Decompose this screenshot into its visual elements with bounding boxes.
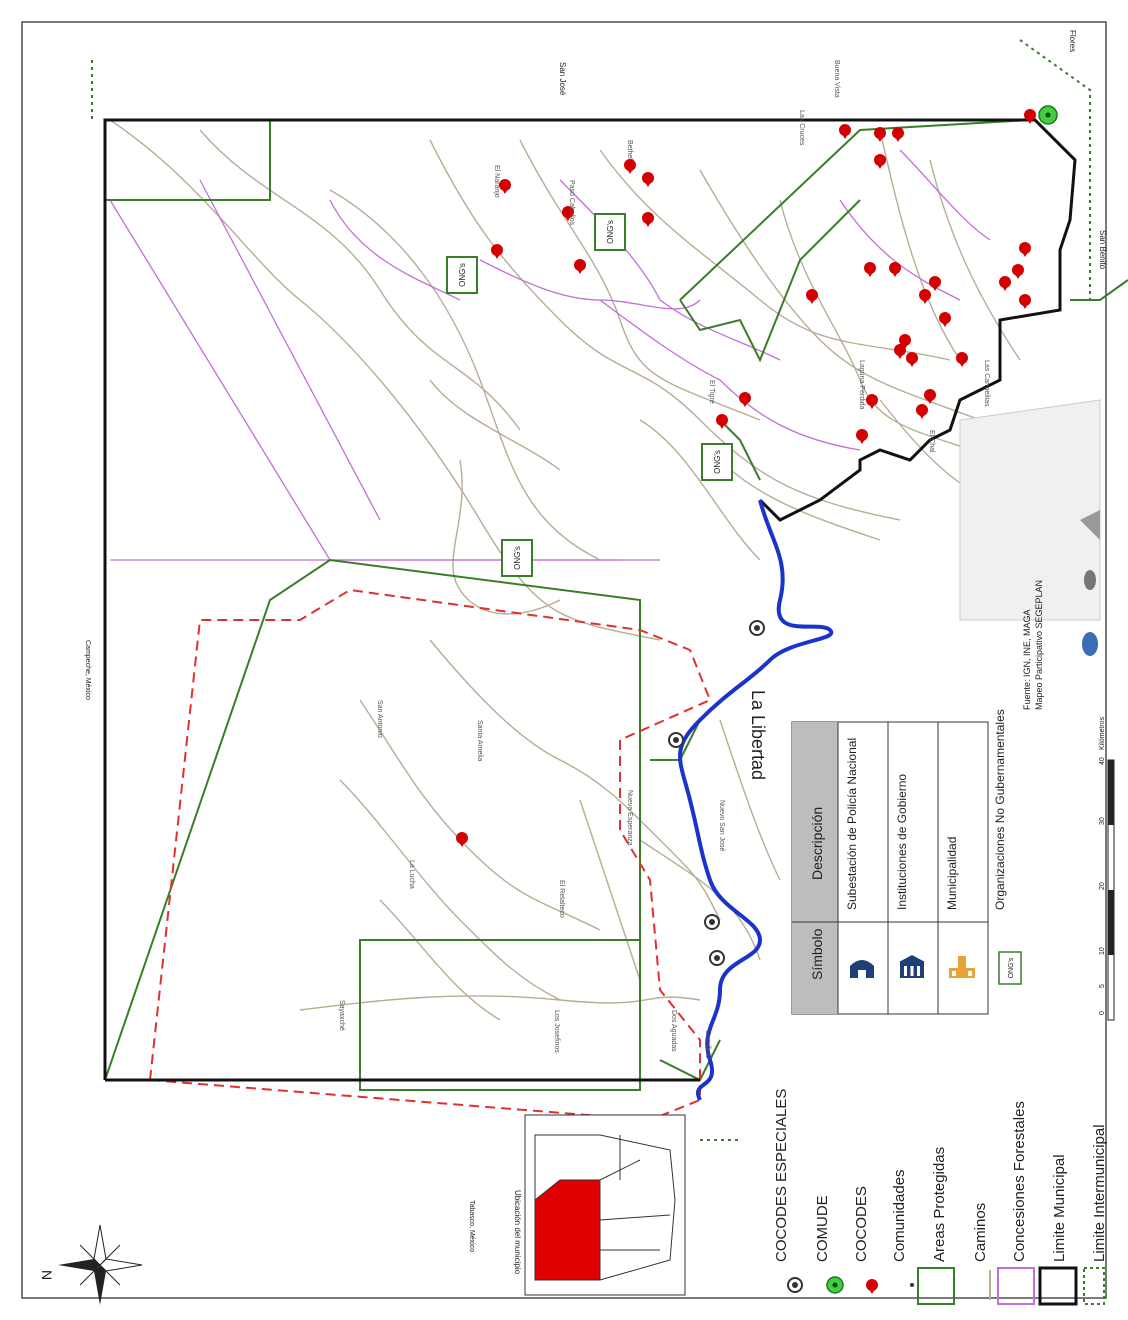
- legend-label: Concesiones Forestales: [1011, 1101, 1028, 1262]
- scale-tick: 20: [1099, 882, 1106, 890]
- legend-label: Limite Municipal: [1051, 1154, 1068, 1262]
- community-label: Buena Vista: [833, 60, 840, 98]
- legend-label: COCODES ESPECIALES: [773, 1089, 790, 1262]
- community-label: Los Josefinos: [553, 1010, 560, 1053]
- community-label: Las Cruces: [798, 110, 805, 146]
- government-institution-icon: [899, 955, 925, 978]
- ong-box: ONG's: [501, 539, 533, 577]
- municipality-label: La Libertad: [748, 690, 768, 780]
- protected-area-icon: [917, 1267, 955, 1305]
- community-label: Santa Amelia: [476, 720, 483, 761]
- roads: [109, 119, 1041, 1021]
- table-row-description: Organizaciones No Gubernamentales: [993, 709, 1007, 910]
- location-inset: Ubicación del municipio: [513, 1114, 686, 1296]
- map-frame: [21, 21, 1107, 1299]
- segeplan-logo-icon: [1082, 632, 1098, 656]
- table-header-symbol: Símbolo: [809, 928, 825, 980]
- ong-box: ONG's: [446, 256, 478, 294]
- legend-label: Caminos: [972, 1203, 989, 1262]
- legend-label: Limite Intermunicipal: [1091, 1124, 1108, 1262]
- symbol-table: Símbolo Descripción ONG's: [791, 709, 1022, 1015]
- river: [678, 499, 834, 1101]
- legend: COCODES ESPECIALES COMUDE COCODES Comuni…: [773, 1089, 1108, 1306]
- community-label: Sacrificio: [704, 1030, 711, 1059]
- neighbor-label-san-benito: San Benito: [1098, 230, 1107, 270]
- community-label: Bethel: [626, 140, 633, 160]
- table-row-description: Municipalidad: [945, 837, 959, 910]
- source-logos: [1080, 510, 1100, 656]
- community-dot-icon: [910, 1283, 914, 1287]
- table-row-description: Instituciones de Gobierno: [895, 774, 909, 910]
- community-label: San Antonio: [376, 700, 383, 738]
- source-line-2: Mapeo Participativo SEGEPLAN: [1034, 580, 1044, 710]
- svg-text:ONG's: ONG's: [513, 546, 522, 570]
- community-label: Sayaxché: [338, 1000, 345, 1031]
- ong-box: ONG's: [594, 213, 626, 251]
- scale-tick: 5: [1099, 984, 1106, 988]
- maga-logo-icon: [1080, 510, 1100, 540]
- community-label: El Naranjo: [493, 165, 500, 198]
- intermunicipal-limit-east: [1019, 39, 1091, 300]
- neighbor-label-san-jose: San José: [558, 62, 567, 96]
- forest-concession-icon: [997, 1267, 1035, 1305]
- protected-dashed-boundary: [148, 588, 712, 1122]
- community-label: Nueva Esperanza: [626, 790, 633, 846]
- legend-label: Comunidades: [891, 1169, 908, 1262]
- country-label-west: Tabasco, México: [468, 1200, 475, 1252]
- svg-text:ONG's: ONG's: [458, 263, 467, 287]
- intermunicipal-limit-icon: [1083, 1267, 1105, 1305]
- comude-marker: [1038, 105, 1058, 125]
- municipality-icon: [949, 956, 975, 978]
- scale-tick: 10: [1099, 947, 1106, 955]
- cocode-especial-marker: [704, 914, 720, 930]
- inset-department: [534, 1134, 676, 1281]
- legend-label: COMUDE: [814, 1195, 831, 1262]
- cocode-especial-icon: [787, 1277, 803, 1293]
- country-label-north: Campeche, México: [84, 640, 91, 700]
- municipal-limit: [103, 118, 1077, 1080]
- scale-bar: 0 5 10 20 30 40 Kilómetros: [1099, 716, 1115, 1021]
- community-label: La Lucha: [408, 860, 415, 889]
- cocode-especial-marker: [749, 620, 765, 636]
- police-station-icon: [850, 960, 874, 978]
- gray-zone: [959, 399, 1101, 621]
- scale-unit: Kilómetros: [1099, 716, 1106, 750]
- table-row-description: Subestación de Policía Nacional: [845, 738, 859, 910]
- ine-logo-icon: [1084, 570, 1096, 590]
- community-label: Laguna Perdida: [858, 360, 865, 410]
- legend-label: Areas Protegidas: [931, 1147, 948, 1262]
- svg-text:ONG's: ONG's: [606, 220, 615, 244]
- inset-municipality: [534, 1179, 601, 1281]
- scale-tick: 40: [1099, 757, 1106, 765]
- scale-tick: 0: [1099, 1011, 1106, 1015]
- community-label: El Retalteco: [558, 880, 565, 918]
- legend-label: COCODES: [853, 1186, 870, 1262]
- north-label: N: [39, 1270, 55, 1280]
- cocode-icon: [866, 1279, 878, 1294]
- community-labels: El Naranjo Paso Caballos Bethel Las Cruc…: [338, 60, 990, 1059]
- inset-title: Ubicación del municipio: [513, 1190, 522, 1275]
- community-label: Dos Aguadas: [670, 1010, 677, 1052]
- cocode-especial-marker: [668, 732, 684, 748]
- svg-text:ONG's: ONG's: [713, 450, 722, 474]
- cocode-especial-marker: [709, 950, 725, 966]
- map-body: ONG's ONG's ONG's ONG's Campeche, México…: [21, 21, 1128, 1306]
- scale-tick: 30: [1099, 817, 1106, 825]
- neighbor-label-flores: Flores: [1068, 30, 1077, 52]
- ong-icon: ONG's: [998, 951, 1022, 985]
- municipal-limit-icon: [1038, 1266, 1078, 1306]
- community-label: El Chal: [928, 430, 935, 453]
- comude-icon: [826, 1276, 844, 1294]
- community-label: Nuevo San José: [718, 800, 725, 851]
- community-label: Las Carmelitas: [983, 360, 990, 407]
- table-header-description: Descripción: [809, 807, 825, 880]
- svg-text:ONG's: ONG's: [1008, 957, 1015, 978]
- north-arrow-icon: N: [39, 1224, 143, 1305]
- community-label: El Tigre: [708, 380, 715, 404]
- community-label: Paso Caballos: [568, 180, 575, 226]
- ong-box: ONG's: [701, 443, 733, 481]
- source-line-1: Fuente: IGN, INE, MAGA: [1022, 609, 1032, 710]
- ong-boxes: ONG's ONG's ONG's ONG's: [446, 213, 733, 577]
